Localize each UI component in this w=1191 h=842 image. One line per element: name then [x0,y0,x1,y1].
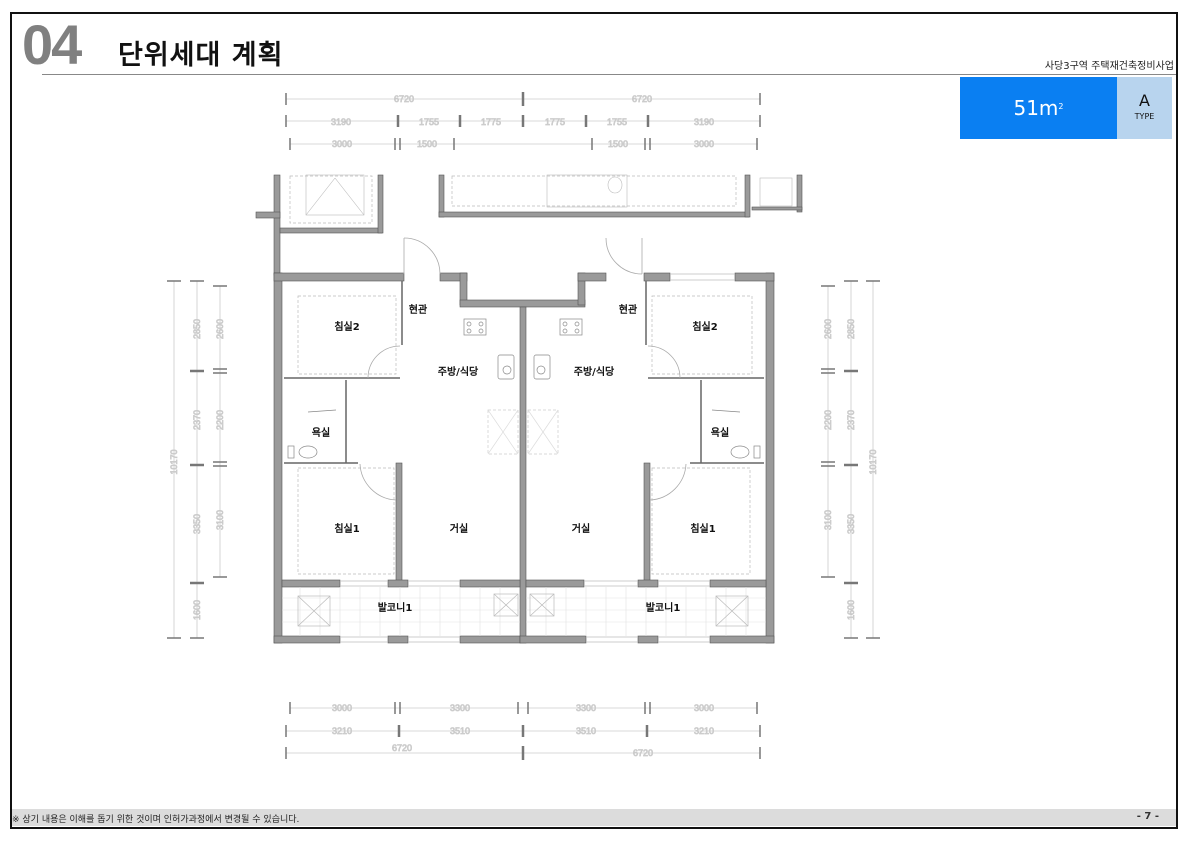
svg-text:2600: 2600 [215,319,225,339]
page-number: - 7 - [1136,811,1159,822]
kitchen-fixtures [463,318,583,455]
svg-text:1500: 1500 [608,139,628,149]
room-bedroom2-right: 침실2 [692,320,717,333]
svg-text:3350: 3350 [846,514,856,534]
room-bathroom-right: 욕실 [711,426,729,439]
room-labels: 침실2 현관 주방/식당 욕실 침실1 거실 발코니1 침실2 현관 주방/식당… [312,303,729,614]
bottom-dimensions: 3000 3300 3300 3000 3210 3510 3510 3210 … [285,702,761,760]
svg-text:3000: 3000 [332,139,352,149]
walls [273,272,775,644]
svg-text:3100: 3100 [215,510,225,530]
unit-type-badge: A TYPE [1117,77,1172,139]
svg-text:3000: 3000 [332,703,352,713]
svg-text:2850: 2850 [846,319,856,339]
svg-text:1500: 1500 [417,139,437,149]
svg-text:3000: 3000 [694,703,714,713]
room-bedroom2-left: 침실2 [334,320,359,333]
svg-text:10170: 10170 [868,449,878,474]
svg-text:3300: 3300 [576,703,596,713]
svg-text:1600: 1600 [846,600,856,620]
project-name: 사당3구역 주택재건축정비사업 [1044,61,1174,72]
room-bathroom-left: 욕실 [312,426,330,439]
room-living-left: 거실 [450,522,468,535]
svg-text:3100: 3100 [823,510,833,530]
svg-text:3000: 3000 [694,139,714,149]
unit-area-value: 51m [1013,96,1059,120]
top-dimensions: 6720 6720 3190 1755 1775 1775 1755 3190 … [285,92,761,150]
unit-type-letter: A [1139,91,1150,110]
svg-text:3190: 3190 [331,117,351,127]
svg-text:6720: 6720 [633,748,653,758]
page-frame [10,12,1178,829]
room-bedroom1-left: 침실1 [334,522,359,535]
right-dimensions: 2600 2200 3100 2850 2370 3350 1600 10170 [821,280,880,639]
svg-text:2370: 2370 [846,410,856,430]
room-entrance-left: 현관 [409,303,428,316]
title-divider [42,74,1176,75]
interior-partitions [284,281,764,464]
svg-text:2200: 2200 [823,410,833,430]
unit-type-label: TYPE [1134,112,1155,121]
room-kitchen-right: 주방/식당 [574,365,615,378]
svg-text:6720: 6720 [394,94,414,104]
room-entrance-right: 현관 [619,303,638,316]
balcony-tiles [282,587,766,636]
footer-bar [12,809,1176,826]
door-swings [359,237,687,501]
svg-text:2600: 2600 [823,319,833,339]
section-title: 단위세대 계획 [118,40,284,71]
section-number: 04 [22,13,82,76]
svg-text:6720: 6720 [632,94,652,104]
left-dimensions: 10170 2850 2370 3350 1600 2600 2200 3100 [167,280,227,639]
neighbor-units [255,174,803,276]
svg-text:10170: 10170 [169,449,179,474]
unit-area-sup: 2 [1058,101,1064,111]
windows [340,273,735,643]
svg-text:1775: 1775 [545,117,565,127]
room-bedroom1-right: 침실1 [690,522,715,535]
svg-text:3510: 3510 [450,726,470,736]
balcony-fixtures [297,593,749,627]
dashed-guides [289,175,753,575]
svg-text:2850: 2850 [192,319,202,339]
disclaimer-note: ※ 상기 내용은 이해를 돕기 위한 것이며 인허가과정에서 변경될 수 있습니… [12,815,300,825]
svg-text:1600: 1600 [192,600,202,620]
bathroom-fixtures [287,409,761,459]
svg-text:3210: 3210 [332,726,352,736]
room-living-right: 거실 [572,522,590,535]
svg-text:3300: 3300 [450,703,470,713]
svg-text:2200: 2200 [215,410,225,430]
svg-text:3350: 3350 [192,514,202,534]
room-balcony-right: 발코니1 [646,601,681,614]
svg-text:2370: 2370 [192,410,202,430]
svg-text:1755: 1755 [419,117,439,127]
svg-text:1775: 1775 [481,117,501,127]
svg-text:6720: 6720 [392,743,412,753]
svg-text:3510: 3510 [576,726,596,736]
svg-text:1755: 1755 [607,117,627,127]
neighbor-fixtures [305,174,793,216]
svg-text:3210: 3210 [694,726,714,736]
svg-text:3190: 3190 [694,117,714,127]
room-kitchen-left: 주방/식당 [438,365,479,378]
room-balcony-left: 발코니1 [378,601,413,614]
